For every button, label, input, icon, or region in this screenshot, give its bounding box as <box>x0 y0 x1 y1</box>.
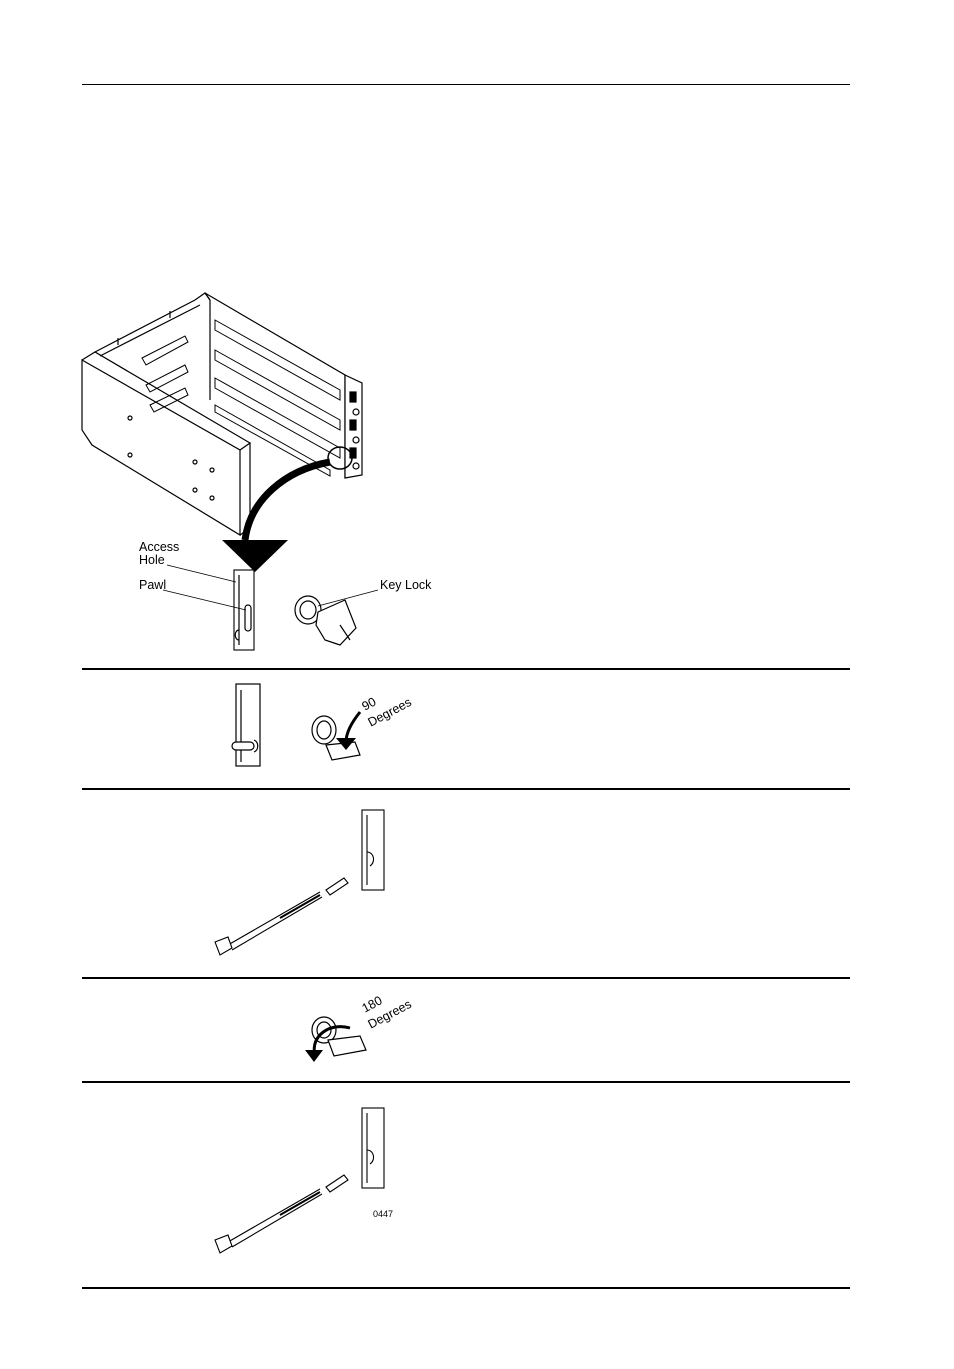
figure-code: 0447 <box>373 1209 393 1219</box>
